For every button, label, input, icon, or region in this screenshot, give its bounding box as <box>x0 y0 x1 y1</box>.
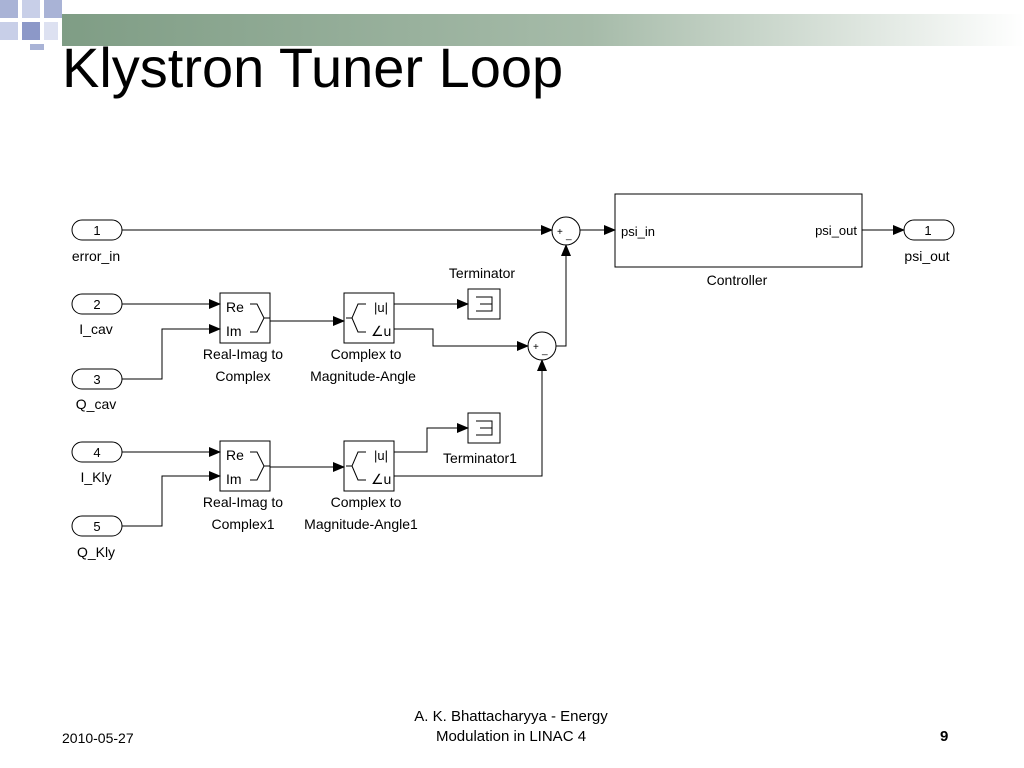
inport-q-kly-label: Q_Kly <box>77 544 115 560</box>
signal-lines <box>122 225 905 527</box>
real-imag-to-complex-block[interactable]: Re Im <box>219 292 271 344</box>
real-imag-to-complex1-block[interactable]: Re Im <box>219 440 271 492</box>
svg-text:∠u: ∠u <box>371 323 391 339</box>
terminator1-label: Terminator1 <box>443 450 517 466</box>
banner-squares-logo <box>0 0 62 50</box>
c2ma1-label-line2: Magnitude-Angle1 <box>304 516 418 532</box>
svg-text:Im: Im <box>226 471 242 487</box>
ri2c1-label-line1: Real-Imag to <box>203 494 283 510</box>
ri2c1-label-line2: Complex1 <box>211 516 274 532</box>
svg-text:Re: Re <box>226 299 244 315</box>
banner-gradient-bar <box>62 14 1024 46</box>
svg-text:2: 2 <box>93 297 100 312</box>
controller-in-port: psi_in <box>621 224 655 239</box>
inport-i-cav-label: I_cav <box>79 321 112 337</box>
complex-to-mag-angle-block[interactable]: |u| ∠u <box>343 292 395 344</box>
svg-text:+: + <box>533 342 539 353</box>
terminator-label: Terminator <box>449 265 515 281</box>
terminator1-block[interactable] <box>467 412 501 444</box>
svg-text:Im: Im <box>226 323 242 339</box>
svg-text:|u|: |u| <box>374 448 388 463</box>
inport-i-kly[interactable]: 4 <box>71 441 123 463</box>
svg-text:1: 1 <box>924 223 931 238</box>
svg-text:5: 5 <box>93 519 100 534</box>
footer-author-line2: Modulation in LINAC 4 <box>435 728 587 745</box>
title-banner <box>0 0 1024 50</box>
inport-q-cav-label: Q_cav <box>76 396 116 412</box>
inport-i-cav[interactable]: 2 <box>71 293 123 315</box>
c2ma1-label-line1: Complex to <box>331 494 402 510</box>
c2ma-label-line2: Magnitude-Angle <box>310 368 416 384</box>
slide-title: Klystron Tuner Loop <box>62 36 564 99</box>
svg-text:+: + <box>557 227 563 238</box>
controller-label: Controller <box>707 272 768 288</box>
inport-error-in[interactable]: 1 <box>71 219 123 241</box>
controller-out-port: psi_out <box>815 223 857 238</box>
inport-q-cav[interactable]: 3 <box>71 368 123 390</box>
outport-psi-out-label: psi_out <box>904 248 949 264</box>
svg-text:∠u: ∠u <box>371 471 391 487</box>
svg-text:|u|: |u| <box>374 300 388 315</box>
ri2c-label-line2: Complex <box>215 368 270 384</box>
svg-text:Re: Re <box>226 447 244 463</box>
ri2c-label-line1: Real-Imag to <box>203 346 283 362</box>
sum-block-bottom[interactable]: + _ <box>527 331 557 361</box>
c2ma-label-line1: Complex to <box>331 346 402 362</box>
inport-i-kly-label: I_Kly <box>80 469 111 485</box>
outport-psi-out[interactable]: 1 <box>903 219 955 241</box>
controller-subsystem[interactable]: psi_in psi_out <box>614 193 863 268</box>
sum-block-top[interactable]: + _ <box>551 216 581 246</box>
svg-text:4: 4 <box>93 445 100 460</box>
footer-author: A. K. Bhattacharyya - Energy Modulation … <box>380 707 642 747</box>
svg-text:_: _ <box>541 345 548 356</box>
terminator-block[interactable] <box>467 288 501 320</box>
complex-to-mag-angle1-block[interactable]: |u| ∠u <box>343 440 395 492</box>
footer-author-line1: A. K. Bhattacharyya - Energy <box>414 708 608 725</box>
inport-q-kly[interactable]: 5 <box>71 515 123 537</box>
page-number: 9 <box>940 728 949 745</box>
svg-text:3: 3 <box>93 372 100 387</box>
svg-text:1: 1 <box>93 223 100 238</box>
inport-error-in-label: error_in <box>72 248 120 264</box>
svg-text:_: _ <box>565 230 572 241</box>
footer-date: 2010-05-27 <box>62 730 134 746</box>
